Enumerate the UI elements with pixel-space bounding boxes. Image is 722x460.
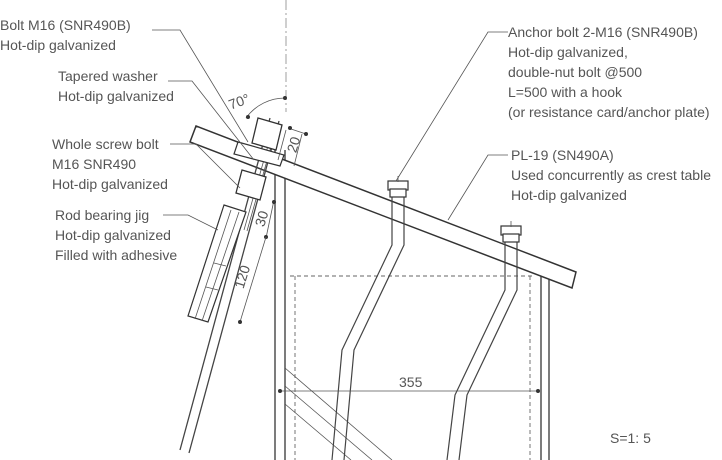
dimension-lines [238, 96, 540, 393]
anchor-bolt-2 [446, 221, 522, 460]
svg-text:Hot-dip galvanized: Hot-dip galvanized [55, 227, 171, 243]
dim-30-label: 30 [252, 209, 272, 229]
dim-20-label: 20 [284, 135, 304, 155]
inclined-screw-bolt [179, 117, 285, 454]
svg-text:Hot-dip galvanized: Hot-dip galvanized [52, 176, 168, 192]
dim-355-label: 355 [399, 374, 423, 390]
svg-text:Hot-dip galvanized: Hot-dip galvanized [0, 37, 116, 53]
base-plate [189, 125, 577, 290]
callout-base-plate: PL-19 (SN490A) Used concurrently as cres… [511, 147, 711, 203]
svg-text:(or resistance card/anchor pla: (or resistance card/anchor plate) [508, 104, 710, 120]
callout-rod-bearing-jig: Rod bearing jig Hot-dip galvanized Fille… [55, 207, 177, 263]
svg-text:Tapered washer: Tapered washer [58, 68, 158, 84]
svg-text:Hot-dip galvanized: Hot-dip galvanized [58, 88, 174, 104]
svg-text:Whole screw bolt: Whole screw bolt [52, 136, 159, 152]
angle-label: 70° [226, 90, 251, 112]
callout-anchor-bolt: Anchor bolt 2-M16 (SNR490B) Hot-dip galv… [508, 24, 710, 120]
svg-text:Hot-dip galvanized,: Hot-dip galvanized, [508, 44, 628, 60]
svg-text:L=500 with a hook: L=500 with a hook [508, 84, 623, 100]
callout-tapered-washer: Tapered washer Hot-dip galvanized [58, 68, 174, 104]
steel-column [274, 150, 550, 460]
anchor-bolt-1 [331, 176, 409, 460]
svg-text:Hot-dip galvanized: Hot-dip galvanized [511, 187, 627, 203]
svg-text:Bolt M16 (SNR490B): Bolt M16 (SNR490B) [0, 17, 131, 33]
svg-text:M16 SNR490: M16 SNR490 [52, 156, 136, 172]
dim-120-label: 120 [231, 263, 253, 290]
callout-whole-screw-bolt: Whole screw bolt M16 SNR490 Hot-dip galv… [52, 136, 168, 192]
scale-label: S=1: 5 [610, 430, 651, 446]
svg-text:Used concurrently as crest tab: Used concurrently as crest table [511, 167, 711, 183]
leader-lines [152, 29, 508, 231]
svg-text:double-nut bolt @500: double-nut bolt @500 [508, 64, 642, 80]
svg-text:Filled with adhesive: Filled with adhesive [55, 247, 177, 263]
svg-text:PL-19 (SN490A): PL-19 (SN490A) [511, 147, 614, 163]
callout-bolt: Bolt M16 (SNR490B) Hot-dip galvanized [0, 17, 131, 53]
svg-text:Anchor bolt 2-M16 (SNR490B): Anchor bolt 2-M16 (SNR490B) [508, 24, 698, 40]
svg-text:Rod bearing jig: Rod bearing jig [55, 207, 149, 223]
